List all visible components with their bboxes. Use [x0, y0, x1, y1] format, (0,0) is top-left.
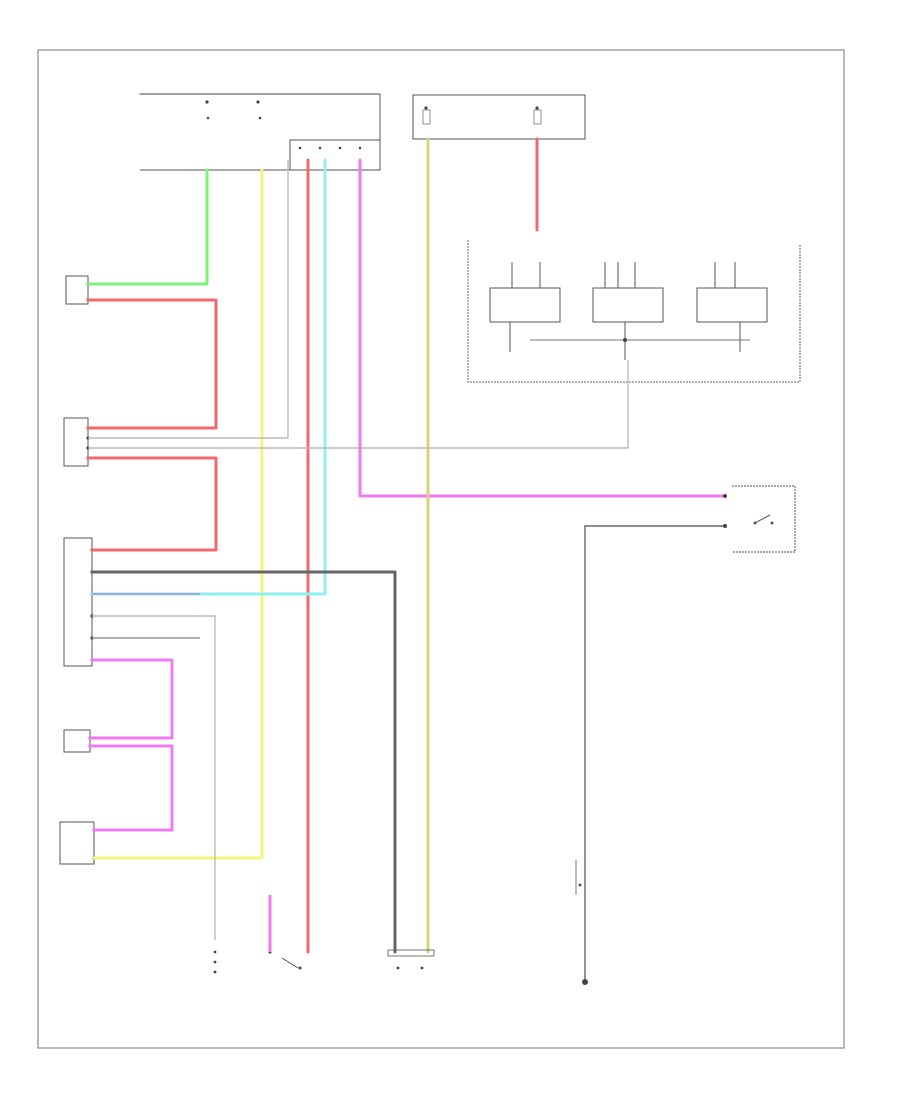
control-unit-block [467, 240, 801, 383]
relay-icon [489, 287, 561, 323]
fuse-icon-2 [533, 109, 542, 125]
connector-stack-left [59, 275, 96, 865]
wire-gray-dark [90, 570, 397, 954]
fuse-block-icon [289, 139, 381, 171]
switch-icon [753, 514, 774, 525]
switch-component-right [723, 485, 796, 553]
wire-magenta-main [358, 158, 727, 498]
connector-bottom-left [213, 950, 217, 974]
wire-red-left [86, 298, 218, 430]
connector-icon-5 [59, 821, 95, 865]
connector-icon-4 [63, 729, 91, 753]
ground-icon [575, 860, 588, 985]
wire-group [86, 137, 727, 982]
connector-icon [65, 275, 89, 305]
relay-icon-2 [592, 287, 664, 323]
junction-block-top-left [139, 93, 381, 171]
wire-yellow [92, 168, 264, 860]
wire-dark-switch [584, 525, 725, 982]
wire-magenta-loop-2 [88, 744, 174, 832]
connector-icon-2 [63, 417, 89, 467]
wire-magenta-loop-1 [88, 658, 174, 740]
relay-icon-3 [696, 287, 768, 323]
fuse-icon [422, 109, 431, 125]
diagram-frame [37, 49, 845, 1049]
wire-red-lower [86, 456, 218, 552]
junction-block-top-right [412, 94, 586, 140]
connector-bottom-middle [387, 949, 435, 970]
wire-green [86, 168, 209, 286]
connector-icon-3 [63, 537, 93, 667]
bottom-components [213, 860, 588, 985]
wire-gray-thin-1 [88, 160, 289, 439]
wire-gray-thin-3 [92, 615, 216, 940]
wire-gray-thin-2 [88, 360, 629, 449]
switch-icon-bottom-left [268, 895, 302, 970]
